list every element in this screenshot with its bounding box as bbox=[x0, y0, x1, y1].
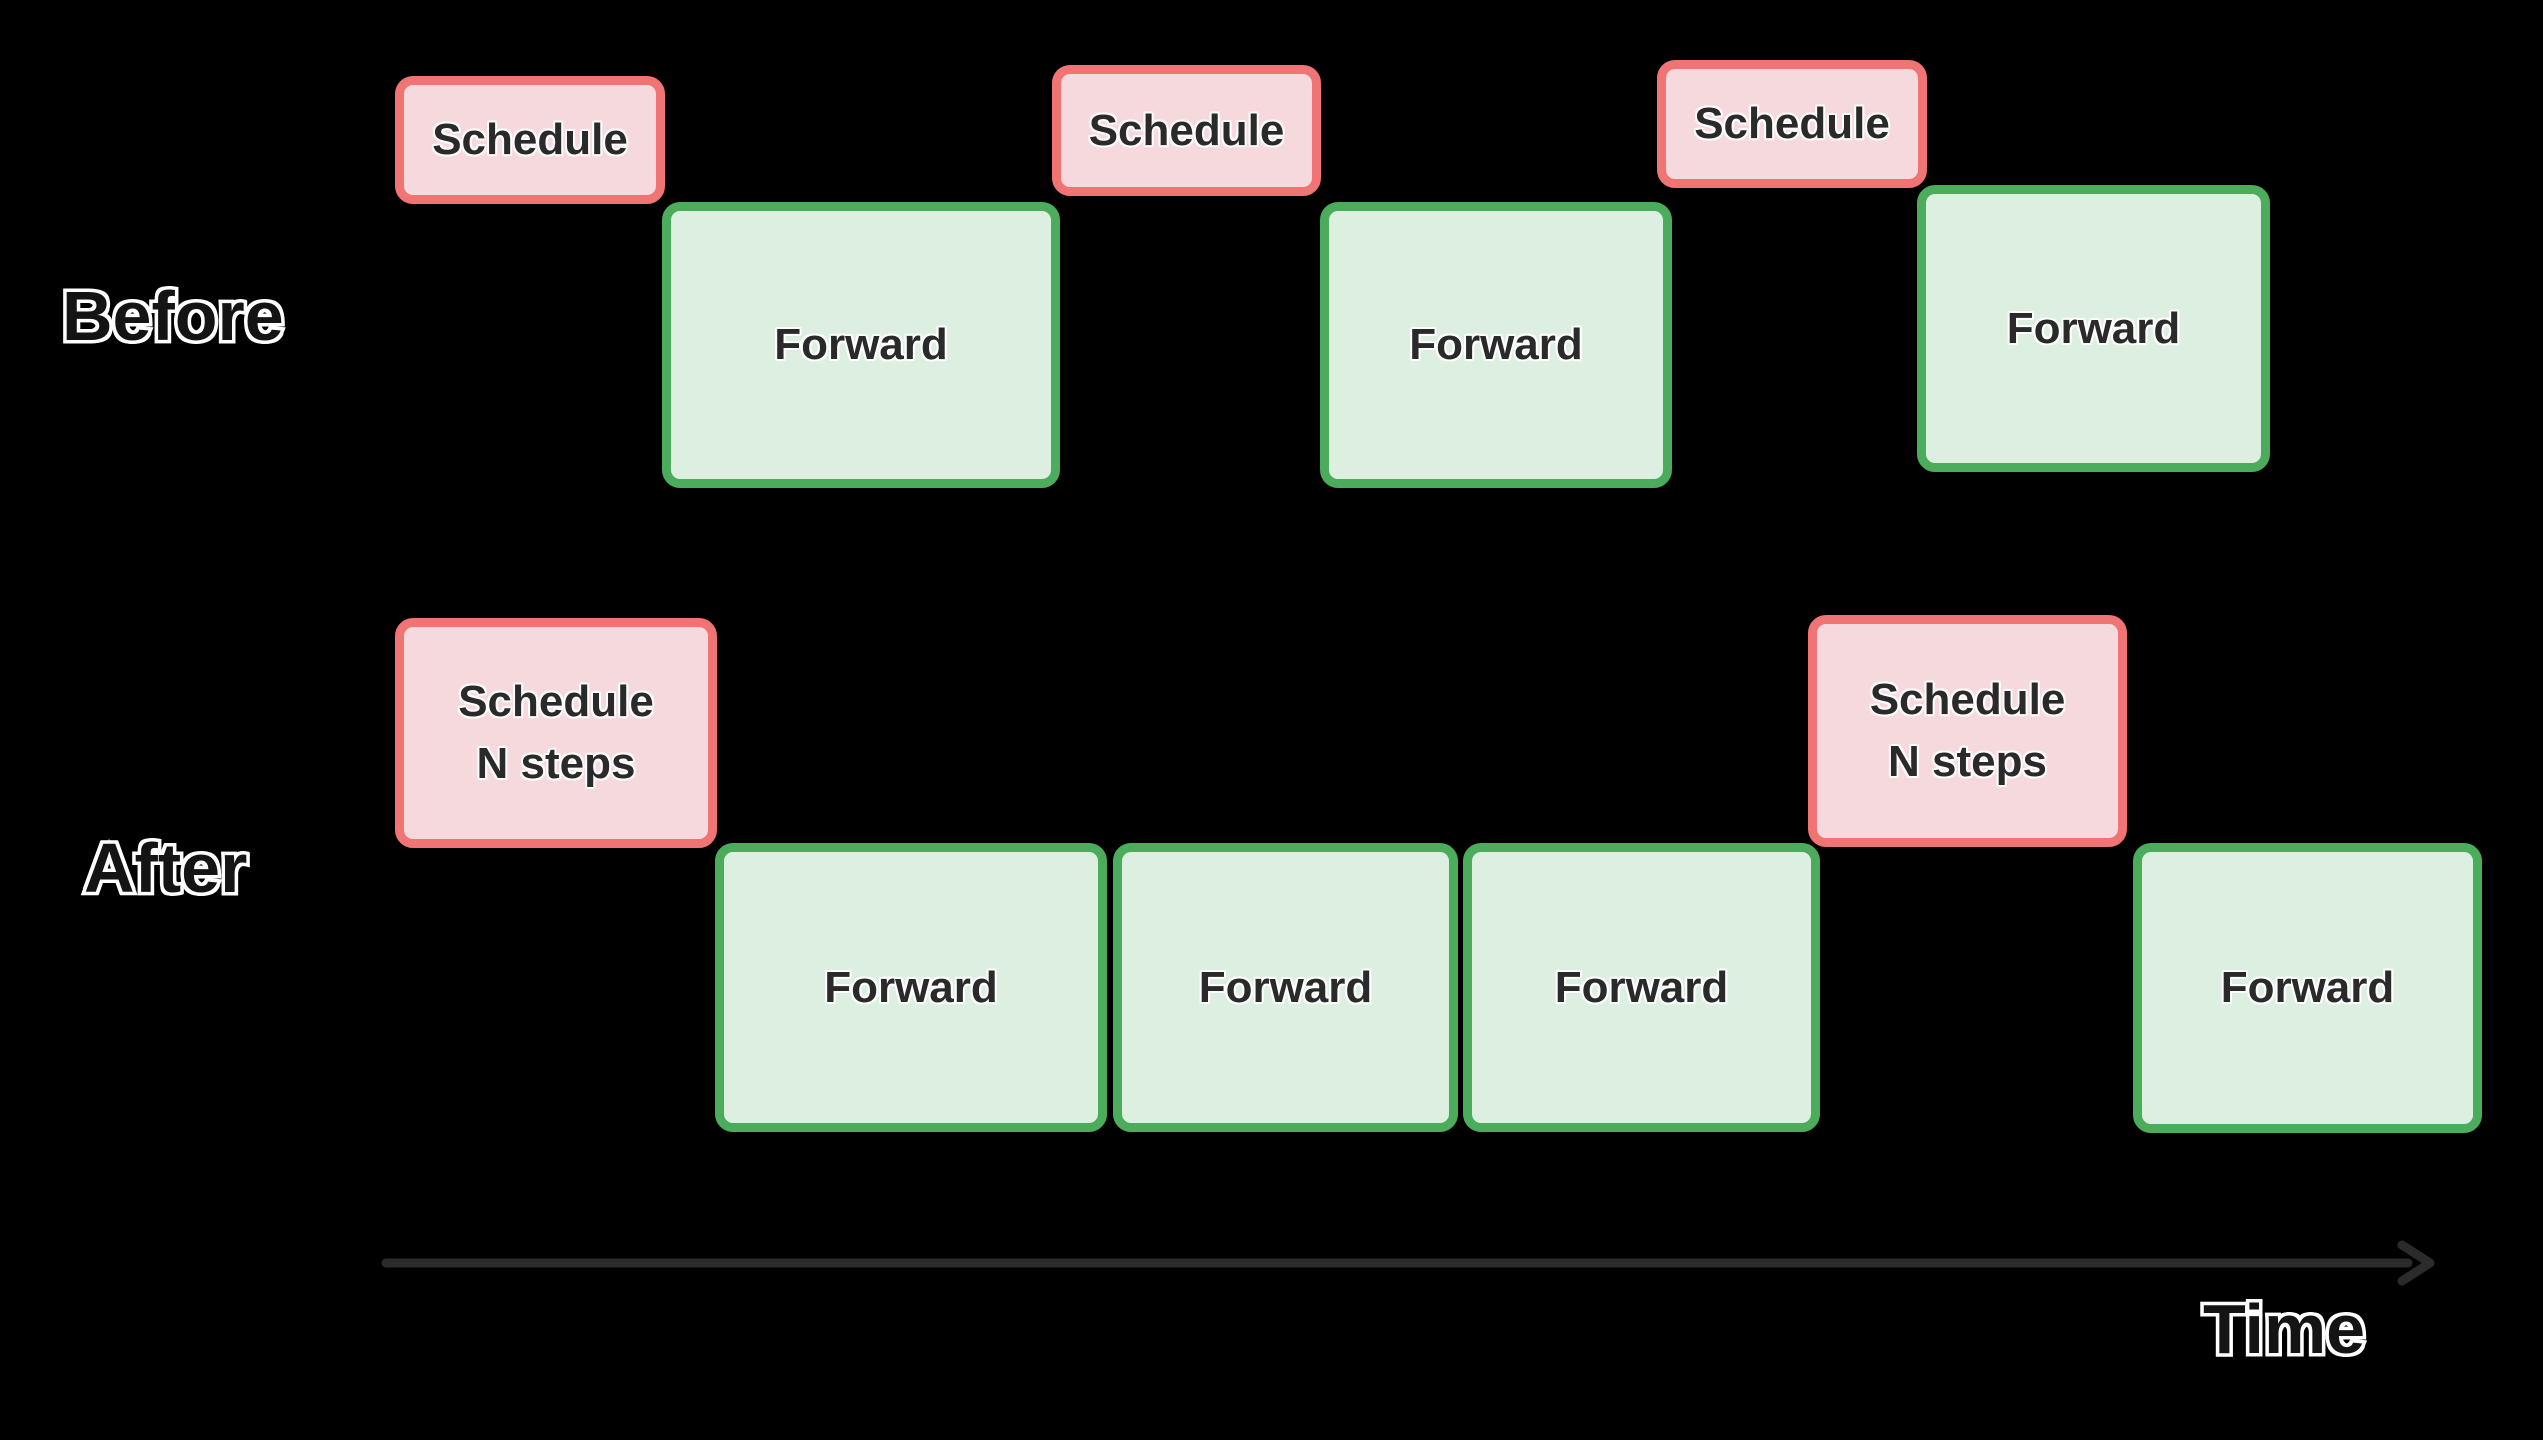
after-forward-box-2: Forward bbox=[1113, 843, 1458, 1132]
schedule-box-label-line2: N steps bbox=[1888, 737, 2047, 786]
forward-box-label: Forward bbox=[774, 320, 948, 370]
before-schedule-box-3: Schedule bbox=[1657, 60, 1927, 188]
after-schedule-n-steps-box-1: Schedule N steps bbox=[395, 618, 717, 848]
before-forward-box-3: Forward bbox=[1917, 185, 2270, 472]
forward-box-label: Forward bbox=[2006, 303, 2181, 353]
before-row-label: Before bbox=[59, 277, 288, 355]
time-axis-arrow bbox=[381, 1240, 2435, 1286]
schedule-box-label-line1: Schedule bbox=[458, 677, 654, 727]
before-schedule-box-2: Schedule bbox=[1052, 65, 1321, 196]
schedule-box-label: Schedule bbox=[432, 115, 628, 165]
schedule-box-label-line2: N steps bbox=[476, 739, 636, 788]
schedule-box-label: Schedule bbox=[1694, 99, 1890, 149]
after-forward-box-1: Forward bbox=[715, 843, 1107, 1132]
after-forward-box-4: Forward bbox=[2133, 843, 2482, 1133]
schedule-box-label-line1: Schedule bbox=[1869, 675, 2066, 725]
forward-box-label: Forward bbox=[1198, 962, 1373, 1012]
after-row-label: After bbox=[80, 829, 250, 907]
forward-box-label: Forward bbox=[2220, 963, 2395, 1013]
schedule-box-label: Schedule bbox=[1088, 105, 1285, 155]
forward-box-label: Forward bbox=[1554, 962, 1729, 1012]
forward-box-label: Forward bbox=[1409, 320, 1583, 370]
time-axis-label: Time bbox=[2199, 1290, 2368, 1368]
before-forward-box-1: Forward bbox=[662, 202, 1060, 488]
after-schedule-n-steps-box-2: Schedule N steps bbox=[1808, 615, 2127, 847]
before-schedule-box-1: Schedule bbox=[395, 76, 665, 204]
before-forward-box-2: Forward bbox=[1320, 202, 1672, 488]
after-forward-box-3: Forward bbox=[1463, 843, 1820, 1132]
forward-box-label: Forward bbox=[824, 962, 998, 1012]
